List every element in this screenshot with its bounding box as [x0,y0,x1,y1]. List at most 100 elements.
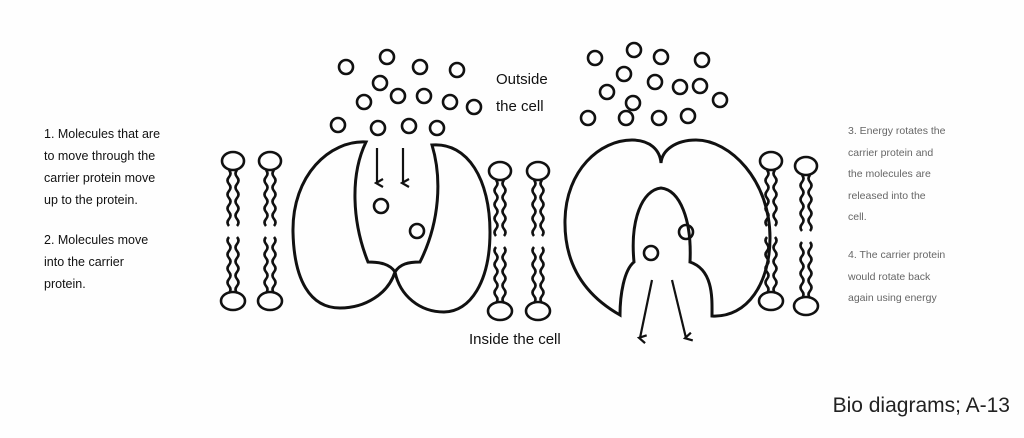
step3-line: carrier protein and [848,146,934,159]
molecule [652,48,670,66]
lipid-tail [263,169,269,227]
note-step3: 3. Energy rotates the carrier protein an… [848,121,945,229]
protein-left-half [291,140,397,310]
step3-line: cell. [848,211,867,223]
outside-label-line2: the cell [496,98,544,115]
molecule [598,83,616,101]
molecule [586,49,604,67]
lipid-tail [226,169,232,227]
molecule [448,61,466,79]
lipid-tail [772,236,778,294]
lipid-tail [531,179,537,237]
carrier-protein-open-inside [563,138,772,318]
lipid-tail [772,169,778,227]
figure-footer: Bio diagrams; A-13 [832,394,1010,417]
outside-label-line1: Outside [496,71,548,88]
phospholipid-head [758,150,784,172]
protein-arch [563,138,772,318]
molecule [415,87,433,105]
lipid-tail [531,246,537,304]
phospholipid [792,155,820,317]
step3-line: 3. Energy rotates the [848,125,946,137]
step1-line: up to the protein. [44,193,138,207]
molecule [371,74,389,92]
step2-line: protein. [44,277,86,291]
protein-right-half [393,143,492,314]
inward-arrows [377,148,403,183]
phospholipid [256,150,284,312]
phospholipid-head [486,300,514,322]
molecule [650,109,668,127]
lipid-tail [807,174,813,232]
molecule [693,51,711,69]
molecule [408,222,426,240]
molecule [465,98,483,116]
lipid-tail [539,179,545,237]
molecule [625,41,643,59]
lipid-tail [539,246,545,304]
outside-the-cell-label-line2: the cell [496,98,544,115]
phospholipid-head [792,295,820,317]
molecule [646,73,664,91]
molecule [579,109,597,127]
molecule [624,94,642,112]
phospholipid-bilayer [219,150,820,322]
step4-line: again using energy [848,292,937,304]
molecule [337,58,355,76]
inside-the-cell-label: Inside the cell [469,331,561,348]
molecule [711,91,729,109]
phospholipid-head [487,160,513,182]
lipid-tail [799,241,805,299]
carrier-protein-open-outside [291,140,492,314]
step1-line: carrier protein move [44,171,156,185]
molecule [679,107,697,125]
release-arrows [640,279,686,338]
step1-line: 1. Molecules that are [44,127,161,141]
lipid-tail [226,236,232,294]
molecule [411,58,429,76]
note-step4: 4. The carrier protein would rotate back… [848,245,945,310]
molecule [642,244,660,262]
phospholipid [486,160,514,322]
outside-the-cell-label: Outside [496,71,548,88]
lipid-tail [501,179,507,237]
phospholipid-head [525,160,551,182]
step4-line: 4. The carrier protein [848,249,946,261]
molecule [369,119,387,137]
step4-line: would rotate back [848,270,931,283]
molecules [329,41,729,262]
lipid-tail [501,246,507,304]
molecule [389,87,407,105]
lipid-tail [263,236,269,294]
step2-line: into the carrier [44,255,124,269]
note-step1: 1. Molecules that are to move through th… [44,123,160,211]
step3-line: the molecules are [848,168,931,180]
molecule [671,78,689,96]
arrow-release-right [670,279,686,338]
molecule [677,223,695,241]
molecule [355,93,373,111]
lipid-tail [799,174,805,232]
lipid-tail [234,236,240,294]
molecule [428,119,446,137]
lipid-tail [493,246,499,304]
lipid-tail [807,241,813,299]
arrow-release-left [640,279,654,338]
lipid-tail [271,169,277,227]
molecule [617,109,635,127]
phospholipid-head [757,290,785,312]
molecule [372,197,390,215]
molecule [378,48,396,66]
step2-line: 2. Molecules move [44,233,149,247]
step1-line: to move through the [44,149,156,163]
phospholipid-head [793,155,819,177]
molecule [329,116,347,134]
lipid-tail [493,179,499,237]
molecule [400,117,418,135]
phospholipid-head [220,150,246,172]
phospholipid-head [257,150,283,172]
molecule [691,77,709,95]
molecule [615,65,633,83]
lipid-tail [234,169,240,227]
